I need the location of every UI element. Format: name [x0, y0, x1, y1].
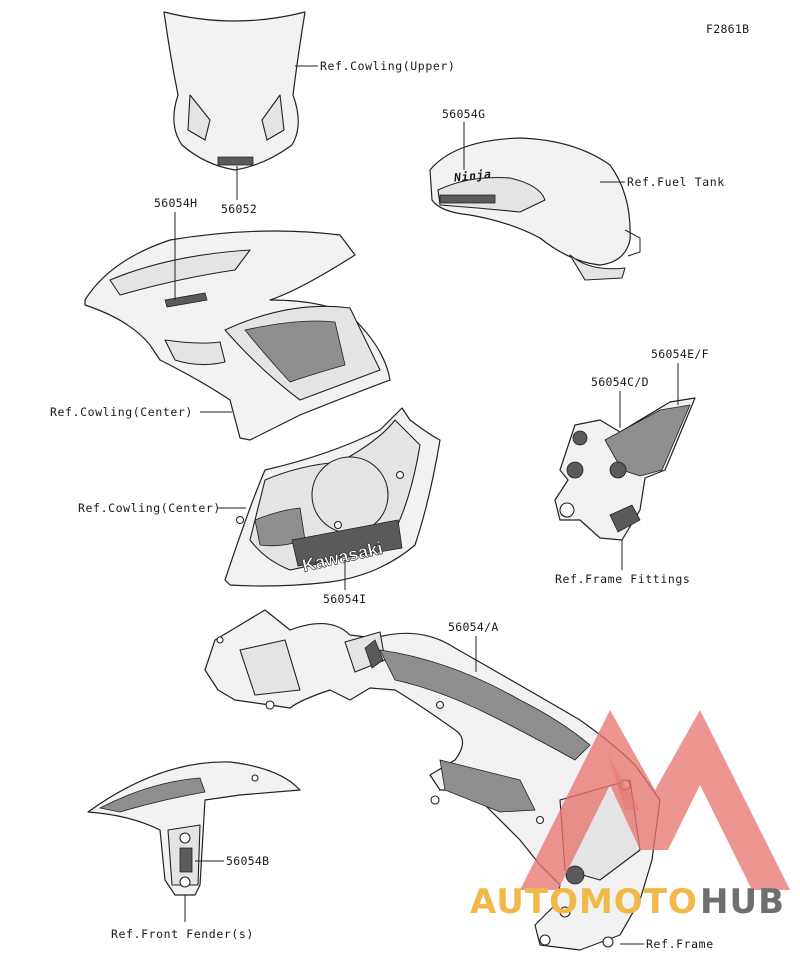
label-cowling-center-1: Ref.Cowling(Center) — [50, 405, 193, 419]
figure-code: F2861B — [706, 22, 749, 36]
watermark-text-automoto: AUTOMOTO — [470, 882, 698, 922]
label-frame: Ref.Frame — [646, 937, 714, 951]
frame-fittings-drawing — [554, 397, 696, 541]
cowling-center-lower-drawing — [224, 407, 441, 587]
part-number-56054H: 56054H — [154, 196, 197, 210]
label-fuel-tank: Ref.Fuel Tank — [627, 175, 725, 189]
watermark-logo — [520, 710, 790, 890]
part-number-56052: 56052 — [221, 202, 257, 216]
part-number-56054EF: 56054E/F — [651, 347, 709, 361]
watermark-text-hub: HUB — [700, 882, 785, 922]
label-cowling-upper: Ref.Cowling(Upper) — [320, 59, 455, 73]
label-cowling-center-2: Ref.Cowling(Center) — [78, 501, 221, 515]
part-number-56054A: 56054/A — [448, 620, 499, 634]
part-number-56054CD: 56054C/D — [591, 375, 649, 389]
label-front-fender: Ref.Front Fender(s) — [111, 927, 254, 941]
cowling-center-upper-drawing — [84, 230, 391, 441]
part-number-56054G: 56054G — [442, 107, 485, 121]
label-frame-fittings: Ref.Frame Fittings — [555, 572, 690, 586]
part-number-56054B: 56054B — [226, 854, 269, 868]
part-number-56054I: 56054I — [323, 592, 366, 606]
windscreen-drawing — [163, 11, 306, 171]
ninja-decal-text: Ninja — [452, 167, 492, 185]
front-fender-drawing — [87, 761, 301, 896]
fuel-tank-drawing — [429, 137, 641, 281]
